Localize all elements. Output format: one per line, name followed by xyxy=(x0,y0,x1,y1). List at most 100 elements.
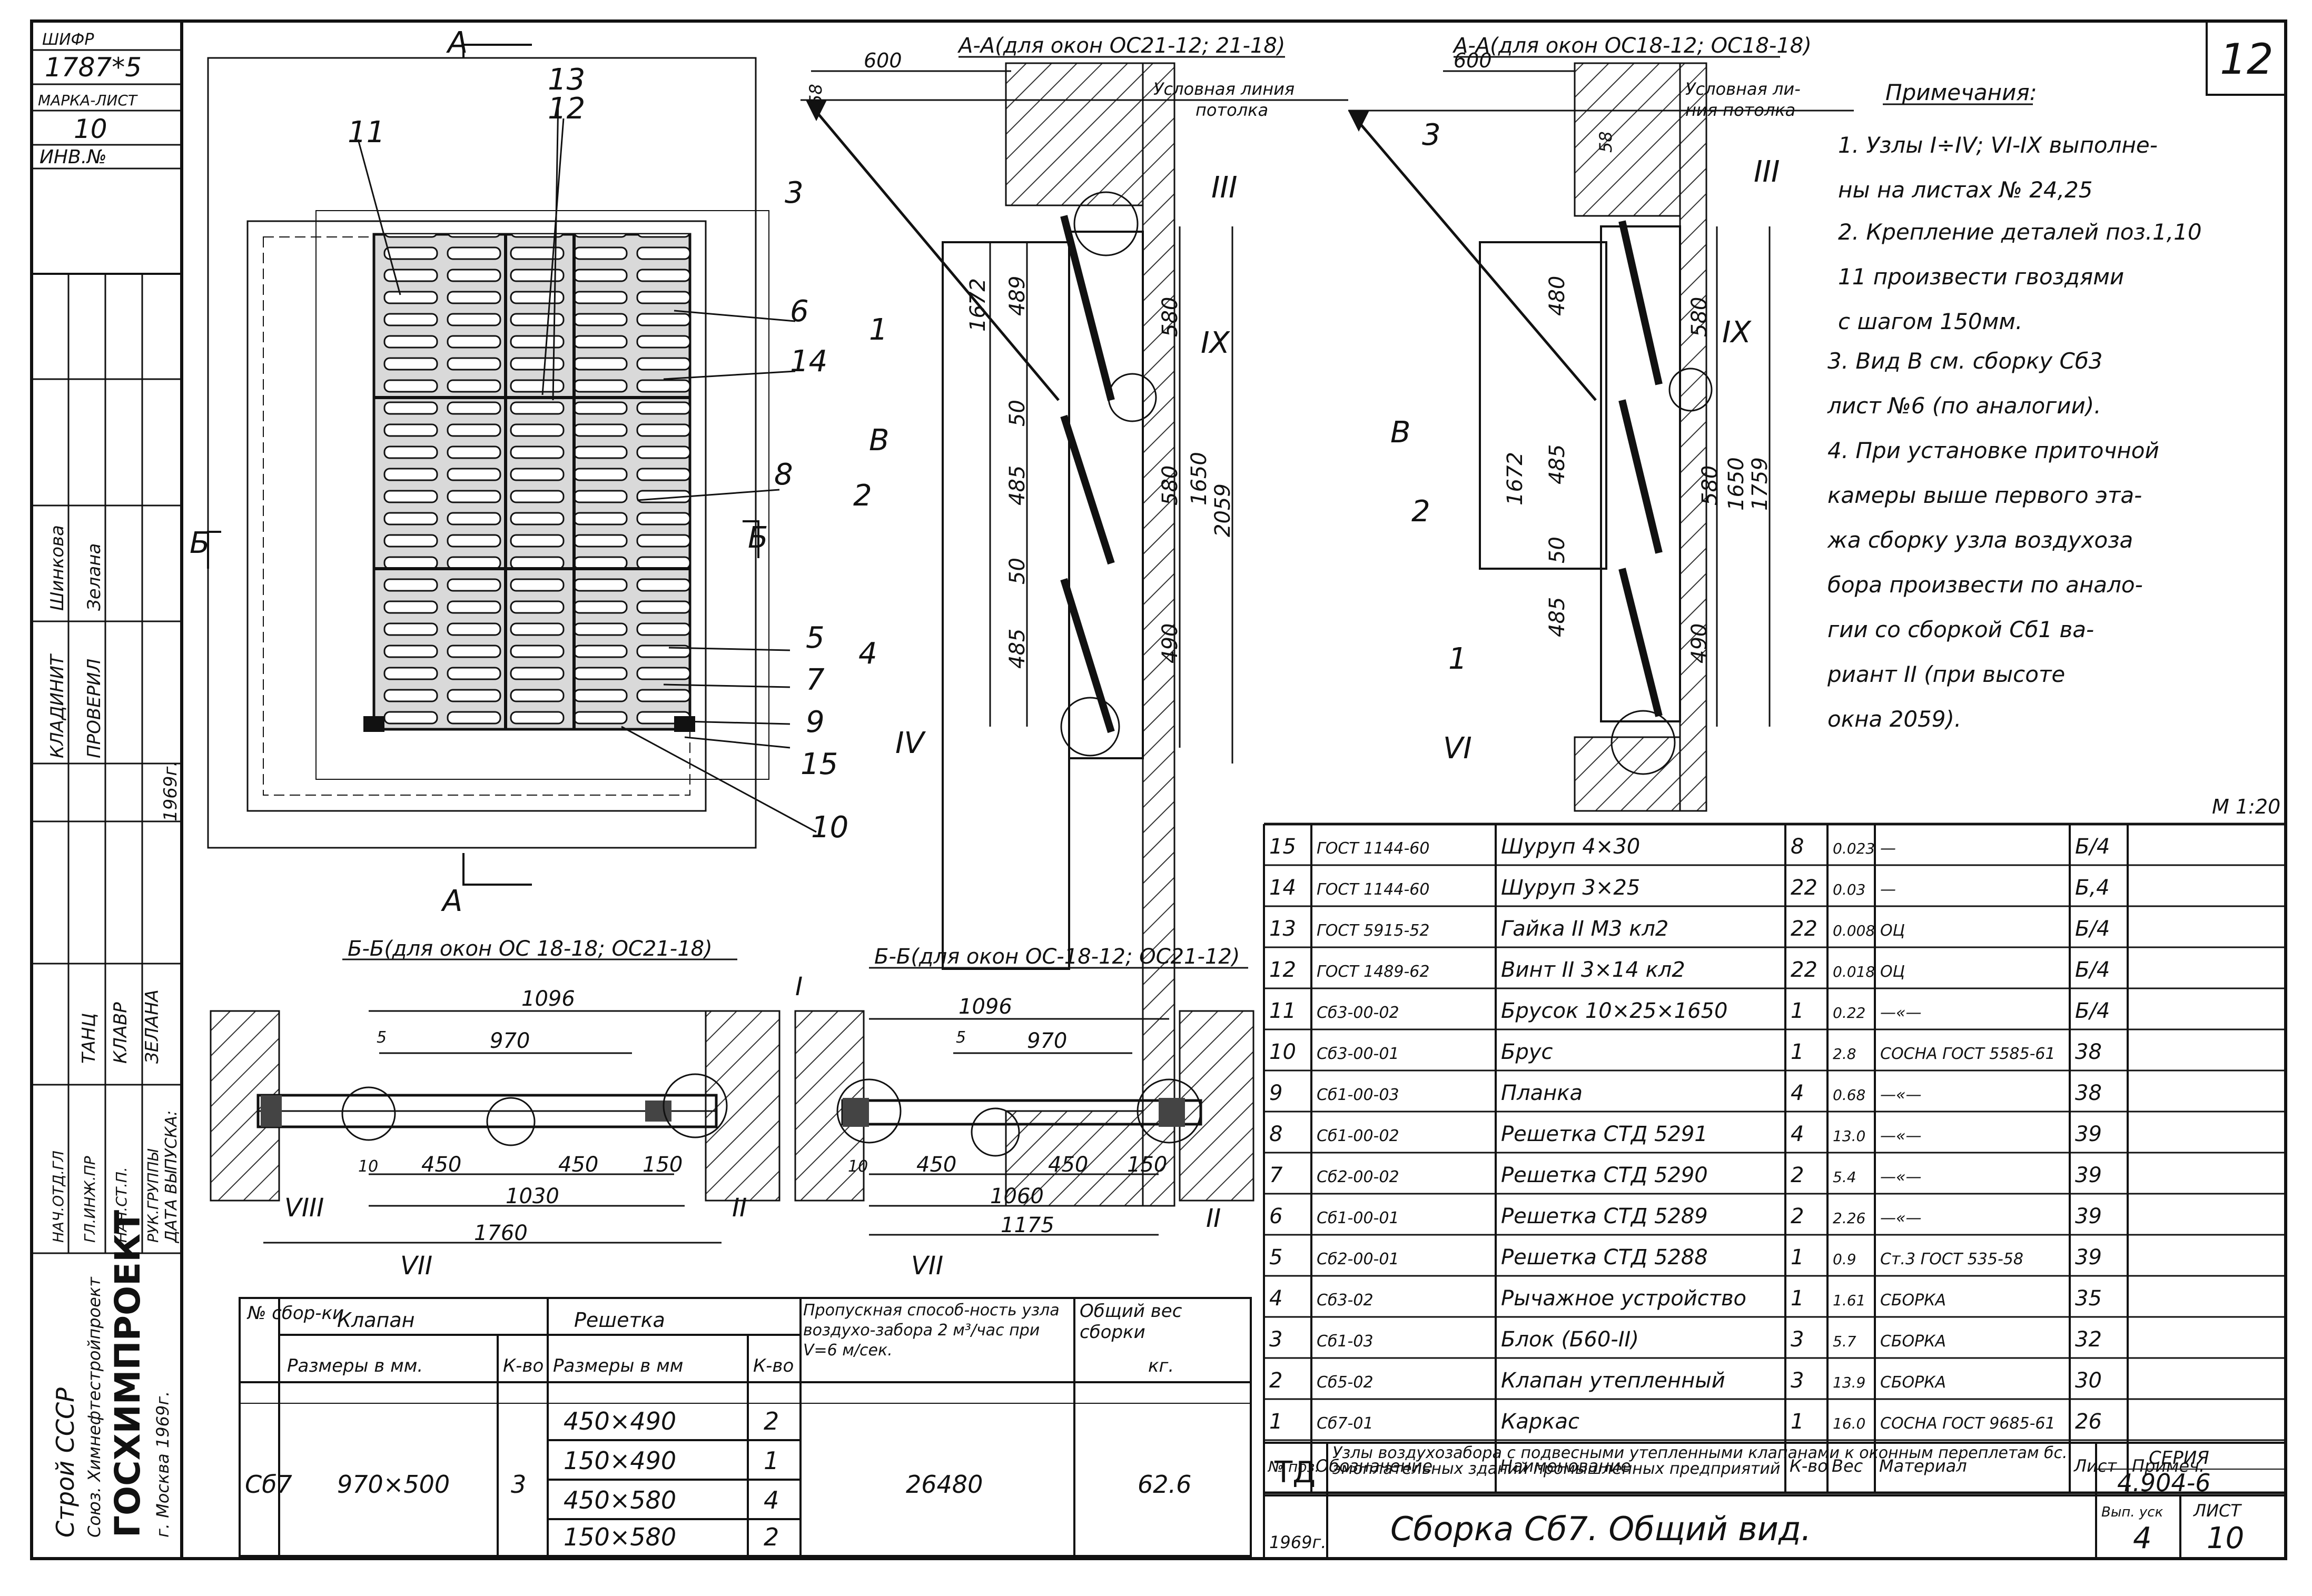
dim-1096-b: 1096 xyxy=(959,995,1012,1019)
spec-cell-w: 0.008 xyxy=(1833,922,1875,939)
spec-cell-des: Сб3-00-02 xyxy=(1317,1004,1399,1022)
callout-5: 5 xyxy=(806,621,825,655)
inv-label: ИНВ.№ xyxy=(39,146,107,168)
spec-cell-name: Решетка СТД 5291 xyxy=(1501,1122,1708,1146)
spec-cell-qty: 1 xyxy=(1791,1245,1804,1270)
node-iii-b: III xyxy=(1754,155,1780,189)
section-bb-2-title: Б-Б(для окон ОС-18-12; ОС21-12) xyxy=(874,945,1240,969)
spec-cell-name: Каркас xyxy=(1501,1410,1579,1434)
asm-h-weight-unit: кг. xyxy=(1148,1355,1174,1376)
asm-weight: 62.6 xyxy=(1138,1470,1191,1499)
asm-grille-qty-4: 2 xyxy=(764,1523,779,1551)
spec-cell-name: Шуруп 4×30 xyxy=(1501,835,1640,859)
callout-7: 7 xyxy=(806,663,825,697)
spec-cell-w: 0.9 xyxy=(1833,1251,1856,1268)
ceiling-line-1a: Условная линия xyxy=(1153,79,1295,99)
asm-grille-qty-1: 2 xyxy=(764,1407,779,1435)
spec-cell-des: Сб1-03 xyxy=(1317,1332,1374,1351)
spec-cell-name: Винт II 3×14 кл2 xyxy=(1501,958,1685,982)
spec-cell-sheet: 39 xyxy=(2075,1204,2102,1228)
spec-cell-w: 5.4 xyxy=(1833,1168,1856,1186)
spec-header-weight: Вес xyxy=(1832,1456,1863,1476)
dim-50-b: 50 xyxy=(1005,558,1030,584)
spec-table: 1 5 ГОСТ 1144-60 Шуруп 4×30 8 0.023 — Б/4 1 4 ГОСТ… xyxy=(1263,822,2287,1494)
node-viii: VIII xyxy=(284,1193,324,1223)
asm-grille-size-2: 150×490 xyxy=(564,1446,676,1475)
note-line-9: камеры выше первого эта- xyxy=(1827,482,2142,508)
spec-cell-mat: СОСНА ГОСТ 9685-61 xyxy=(1880,1414,2056,1433)
spec-cell-mat: СБОРКА xyxy=(1880,1332,1946,1351)
spec-cell-des: Сб1-00-01 xyxy=(1317,1209,1399,1227)
callout-15: 15 xyxy=(801,747,838,781)
spec-cell-pos: 9 xyxy=(1269,1081,1282,1105)
section-bb-1-title: Б-Б(для окон ОС 18-18; ОС21-18) xyxy=(348,937,713,961)
marka-label: МАРКА-ЛИСТ xyxy=(38,92,138,109)
dim-1760: 1760 xyxy=(474,1221,528,1245)
dim-1672-b: 1672 xyxy=(1503,452,1527,505)
spec-cell-qty: 1 xyxy=(1791,1286,1804,1311)
spec-cell-pos: 11 xyxy=(1269,999,1296,1023)
spec-cell-w: 0.22 xyxy=(1833,1004,1865,1022)
spec-cell-sheet: Б/4 xyxy=(2075,958,2110,982)
spec-cell-qty: 8 xyxy=(1791,835,1804,859)
spec-cell-sheet: 35 xyxy=(2075,1286,2102,1311)
dim-2059-a: 2059 xyxy=(1211,483,1235,537)
spec-header-pos: № поз. xyxy=(1267,1458,1319,1475)
callout-6: 6 xyxy=(790,294,809,329)
spec-cell-w: 0.03 xyxy=(1833,881,1865,898)
dim-450-b: 450 xyxy=(558,1153,598,1177)
asm-grille-size-3: 450×580 xyxy=(564,1486,676,1514)
dim-1759-b: 1759 xyxy=(1748,457,1772,511)
dim-600-a: 600 xyxy=(864,49,902,72)
asm-valve-size: 970×500 xyxy=(337,1470,450,1499)
spec-cell-sheet: Б/4 xyxy=(2075,917,2110,941)
spec-cell-w: 0.023 xyxy=(1833,840,1875,857)
callout-12: 12 xyxy=(548,92,585,126)
dim-50-a: 50 xyxy=(1005,400,1030,427)
spec-cell-pos: 5 xyxy=(1269,1245,1282,1270)
shifr-value: 1787*5 xyxy=(45,52,142,83)
page-number: 12 xyxy=(2220,35,2274,84)
spec-cell-name: Брусок 10×25×1650 xyxy=(1501,999,1727,1023)
spec-cell-des: ГОСТ 1144-60 xyxy=(1317,839,1429,858)
spec-cell-mat: — xyxy=(1880,880,1896,899)
spec-cell-qty: 4 xyxy=(1791,1081,1804,1105)
role-kladinit: КЛАДИНИТ xyxy=(47,653,68,758)
spec-cell-w: 1.61 xyxy=(1833,1292,1865,1309)
spec-cell-pos: 2 xyxy=(1269,1369,1282,1393)
spec-cell-mat: СБОРКА xyxy=(1880,1291,1946,1310)
node-ix-b: IX xyxy=(1722,315,1752,350)
spec-cell-pos: 1 xyxy=(1269,1410,1282,1434)
ceiling-line-1b: потолка xyxy=(1195,100,1268,120)
dim-1650-a: 1650 xyxy=(1187,452,1211,505)
spec-cell-sheet: Б/4 xyxy=(2075,835,2110,859)
spec-cell-mat: —«— xyxy=(1880,1168,1922,1186)
name-tants: ТАНЦ xyxy=(78,1013,100,1064)
callout-3-a: 3 xyxy=(785,176,804,210)
org-line-2: Союз. Химнефтестройпроект xyxy=(84,1276,104,1538)
spec-cell-qty: 3 xyxy=(1791,1369,1804,1393)
asm-no: Сб7 xyxy=(245,1470,292,1499)
spec-cell-des: Сб2-00-01 xyxy=(1317,1250,1399,1268)
spec-header-qty: К-во xyxy=(1790,1456,1828,1476)
asm-h-weight: Общий вес сборки xyxy=(1080,1301,1182,1343)
spec-cell-pos: 3 xyxy=(1269,1327,1282,1352)
callout-11: 11 xyxy=(348,115,385,150)
dim-485-b: 485 xyxy=(1005,629,1030,669)
spec-cell-qty: 22 xyxy=(1791,958,1817,982)
dim-490-b: 490 xyxy=(1687,623,1712,663)
spec-cell-sheet: Б/4 xyxy=(2075,999,2110,1023)
callout-1-b: 1 xyxy=(1448,642,1467,676)
left-strip-org: Строй СССР Союз. Химнефтестройпроект ГОС… xyxy=(51,1210,173,1538)
notes: Примечания: 1. Узлы I÷IV; VI-IX выполне-… xyxy=(1827,80,2280,818)
front-view xyxy=(207,44,817,886)
tb-series-value: 4.904-6 xyxy=(2117,1469,2211,1497)
spec-header-designation: Обозначение xyxy=(1316,1456,1432,1476)
node-vi-b: VI xyxy=(1443,731,1472,766)
spec-cell-qty: 2 xyxy=(1791,1204,1804,1228)
section-aa-2: А-А(для окон ОС18-12; ОС18-18) Условная … xyxy=(1348,34,1854,812)
spec-cell-sheet: Б,4 xyxy=(2075,876,2110,900)
dim-1060: 1060 xyxy=(990,1184,1044,1208)
spec-cell-des: ГОСТ 5915-52 xyxy=(1317,921,1429,940)
section-bb-1: Б-Б(для окон ОС 18-18; ОС21-18) 1096 970… xyxy=(210,937,780,1281)
